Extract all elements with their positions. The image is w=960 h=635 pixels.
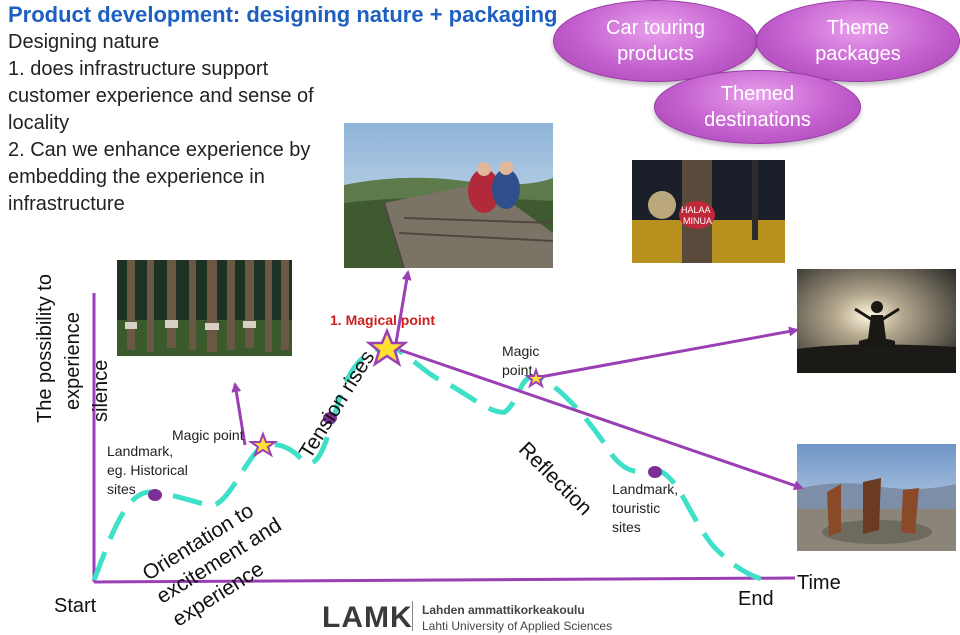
x-axis-line — [93, 576, 796, 584]
sign-text-1: HALAA — [681, 205, 711, 215]
night-tree-photo: HALAA MINUA — [632, 160, 785, 263]
theme-packages-label-1: Theme — [826, 17, 890, 39]
arrow-to-monuments — [399, 348, 804, 491]
car-touring-label-1: Car touring — [606, 17, 705, 39]
star-magic-point-1 — [247, 431, 279, 458]
magic-point-label-1: Magic point — [172, 427, 244, 443]
page-title: Product development: designing nature + … — [8, 2, 558, 27]
themed-destinations-label-2: destinations — [704, 109, 811, 131]
y-axis-label-1: The possibility to — [34, 274, 56, 423]
car-touring-label-2: products — [617, 43, 694, 65]
intro-line-5: 2. Can we enhance experience by — [8, 139, 311, 161]
dot-landmark-historical — [148, 489, 162, 501]
theme-packages-oval: Theme packages — [756, 0, 960, 82]
viewing-platform-photo — [344, 123, 553, 268]
org-name-english: Lahti University of Applied Sciences — [422, 619, 613, 633]
themed-destinations-label-1: Themed — [720, 83, 795, 105]
dot-landmark-touristic — [648, 466, 662, 478]
themed-destinations-oval: Themed destinations — [654, 70, 861, 144]
arrow-to-platform — [394, 270, 412, 344]
sign-text-2: MINUA — [683, 216, 712, 226]
landmark-historical-label-1: Landmark, — [107, 443, 174, 459]
arrow-to-forest — [231, 382, 247, 446]
org-name-finnish: Lahden ammattikorkeakoulu — [422, 603, 585, 617]
start-label: Start — [54, 595, 97, 617]
car-touring-oval: Car touring products — [553, 0, 758, 82]
logo-divider — [412, 601, 413, 631]
time-label: Time — [797, 572, 841, 594]
y-axis-label-3: silence — [90, 359, 112, 422]
intro-line-4: locality — [8, 112, 70, 134]
lamk-logo: LAMK — [322, 601, 413, 634]
intro-line-1: Designing nature — [8, 31, 160, 53]
meditation-photo — [797, 269, 956, 373]
dot-tension — [323, 412, 337, 424]
magic-point-label-2a: Magic — [502, 343, 540, 359]
intro-line-2: 1. does infrastructure support — [8, 58, 269, 80]
intro-line-3: customer experience and sense of — [8, 85, 314, 107]
intro-line-6: embedding the experience in — [8, 166, 265, 188]
magical-point-label: 1. Magical point — [330, 312, 436, 328]
monuments-photo — [797, 444, 956, 551]
y-axis-label-2: experience — [62, 312, 84, 410]
intro-line-7: infrastructure — [8, 193, 125, 215]
end-label: End — [738, 588, 774, 610]
landmark-touristic-label-3: sites — [612, 519, 641, 535]
landmark-historical-label-3: sites — [107, 481, 136, 497]
forest-photo — [117, 260, 292, 356]
star-magical-point — [365, 327, 409, 367]
theme-packages-label-2: packages — [815, 43, 901, 65]
magic-point-label-2b: point — [502, 362, 533, 378]
star-magic-point-2 — [524, 366, 548, 389]
landmark-touristic-label-2: touristic — [612, 500, 661, 516]
landmark-historical-label-2: eg. Historical — [107, 462, 188, 478]
landmark-touristic-label-1: Landmark, — [612, 481, 679, 497]
arrow-to-meditation — [539, 326, 799, 379]
